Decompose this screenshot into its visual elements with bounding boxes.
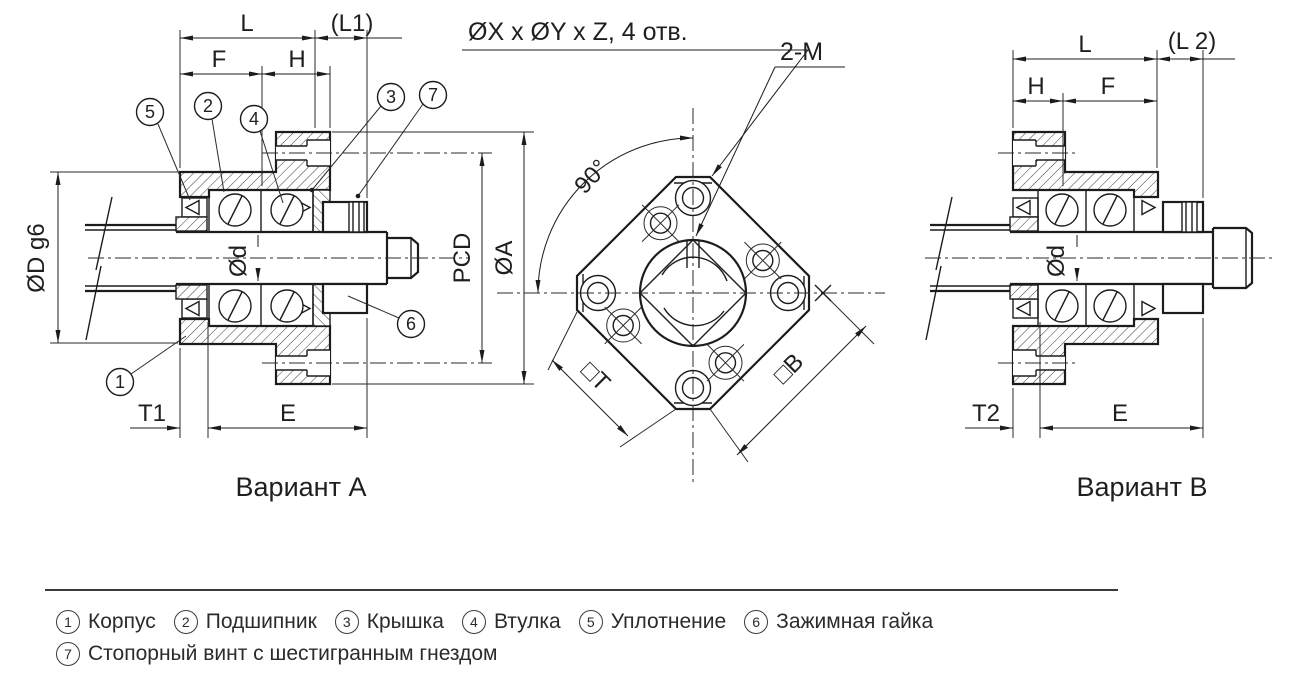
corner-x-mark [814, 284, 832, 302]
circled-number-2: 2 [173, 610, 198, 634]
dim-d: Ød [225, 245, 252, 277]
variant-b-section: L (L 2) H F Ød T2 E Вариант B [925, 28, 1272, 502]
dim-H: H [1027, 73, 1044, 100]
legend-item-vint: 7 Стопорный винт с шестигранным гнездом [56, 642, 497, 666]
callout-1: 1 [115, 372, 125, 392]
dim-T2: T2 [972, 400, 1000, 427]
dim-E: E [1112, 400, 1128, 427]
dim-T1: T1 [138, 400, 166, 427]
circled-number-6: 6 [744, 610, 769, 634]
legend-label: Зажимная гайка [776, 610, 934, 633]
callout-2: 2 [203, 96, 213, 116]
square-t-label: □T [575, 357, 615, 397]
legend-item-podshipnik: 2 Подшипник [173, 610, 317, 634]
legend-row-2: 7 Стопорный винт с шестигранным гнездом [56, 638, 933, 670]
circled-number-7: 7 [56, 642, 80, 666]
holes-note: ØX x ØY x Z, 4 отв. [468, 18, 688, 46]
legend: 1 Корпус 2 Подшипник 3 Крышка 4 Втулка 5… [56, 606, 933, 670]
set-screw-section [348, 201, 365, 233]
dim-A: ØA [491, 241, 518, 276]
callout-7: 7 [428, 85, 438, 105]
shaft-break-lines [925, 196, 953, 341]
circled-number-3: 3 [334, 610, 359, 634]
dim-PCD: PCD [449, 233, 476, 284]
legend-row-1: 1 Корпус 2 Подшипник 3 Крышка 4 Втулка 5… [56, 606, 933, 638]
callouts: 5 2 4 3 7 1 6 [105, 80, 448, 397]
dim-L2: (L 2) [1168, 28, 1216, 55]
dim-L1: (L1) [331, 10, 374, 37]
circled-number-5: 5 [578, 610, 603, 634]
angle-label: 90° [569, 154, 614, 199]
square-b-label: □B [768, 348, 809, 389]
legend-label: Крышка [366, 610, 444, 633]
callout-5: 5 [145, 102, 155, 122]
set-screw-section [1181, 201, 1198, 233]
legend-item-vtulka: 4 Втулка [461, 610, 561, 634]
dim-E: E [280, 400, 296, 427]
callout-4: 4 [249, 109, 259, 129]
legend-item-kryshka: 3 Крышка [334, 610, 444, 634]
dim-F: F [212, 46, 227, 73]
legend-label: Стопорный винт с шестигранным гнездом [88, 642, 498, 665]
legend-item-korpus: 1 Корпус [56, 610, 156, 634]
shaft-break-lines [85, 196, 113, 341]
legend-label: Подшипник [205, 610, 317, 633]
legend-item-uplotnenie: 5 Уплотнение [578, 610, 727, 634]
dim-H: H [288, 46, 305, 73]
legend-label: Корпус [88, 610, 156, 633]
legend-label: Уплотнение [610, 610, 727, 633]
dim-F: F [1101, 73, 1116, 100]
circled-number-4: 4 [461, 610, 486, 634]
bearing-section [1037, 189, 1135, 327]
variant-a-title: Вариант A [236, 472, 367, 502]
thread-note: 2-M [780, 38, 823, 66]
dim-d: Ød [1043, 245, 1070, 277]
circled-number-1: 1 [56, 610, 80, 634]
dim-L: L [1078, 31, 1091, 58]
callout-6: 6 [406, 314, 416, 334]
bearing-section [208, 189, 314, 327]
front-view: 90° ØX x ØY x Z, 4 отв. 2-M □T □B [462, 18, 885, 482]
dim-L: L [240, 10, 253, 37]
legend-item-gaika: 6 Зажимная гайка [744, 610, 933, 634]
callout-3: 3 [386, 87, 396, 107]
dim-D-g6: ØD g6 [23, 223, 50, 292]
variant-b-title: Вариант B [1077, 472, 1208, 502]
variant-a-section: L (L1) F H ØD g6 Ød PCD ØA T1 E 5 2 4 3 … [23, 10, 534, 502]
legend-label: Втулка [493, 610, 561, 633]
